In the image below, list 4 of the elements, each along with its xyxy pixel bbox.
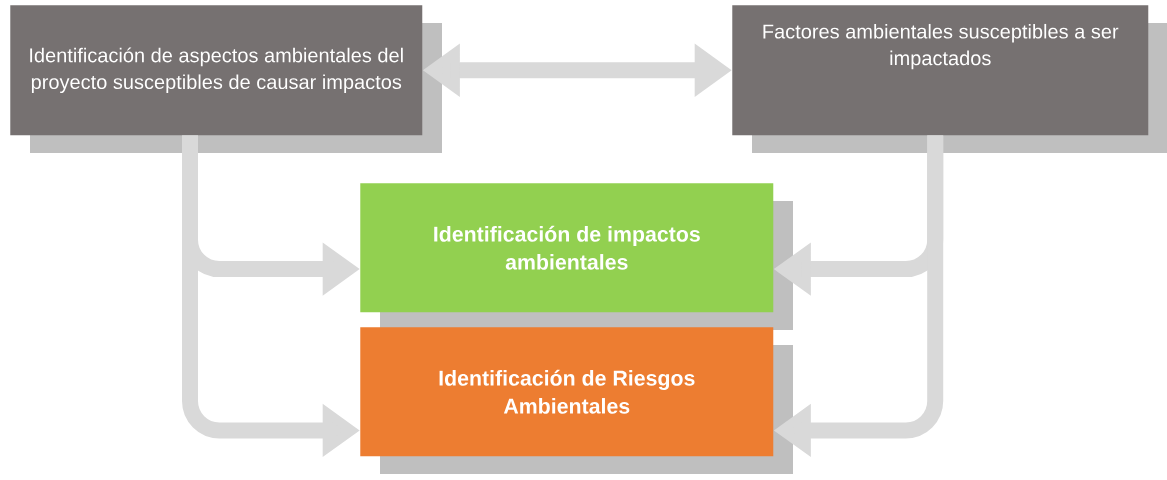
process-box: Identificación de Riesgos Ambientales xyxy=(360,327,793,474)
process-box: Factores ambientales susceptibles a ser impactados xyxy=(732,5,1167,153)
process-box: Identificación de impactos ambientales xyxy=(360,183,793,330)
process-box: Identificación de aspectos ambientales del proyecto susceptibles de causar impactos xyxy=(10,5,442,153)
